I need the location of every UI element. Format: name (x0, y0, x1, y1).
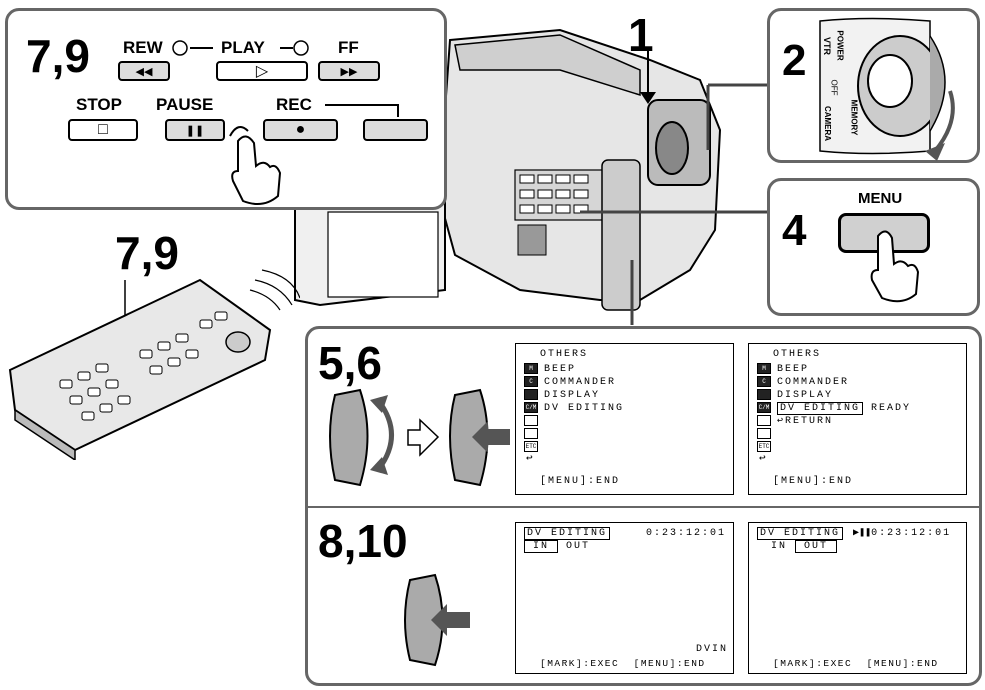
step-7-9-remote-number: 7,9 (115, 227, 179, 279)
rec-label: REC (276, 95, 312, 114)
step-7-9-number: 7,9 (26, 30, 90, 82)
menu2-item-label: DISPLAY (777, 390, 834, 402)
menu2-item-label-selected: DV EDITING (777, 402, 864, 416)
finger-press-icon-menu (870, 230, 920, 303)
step-4-number: 4 (782, 206, 807, 255)
remote-buttons-panel: 7,9 REW PLAY FF ◀◀ ▷ ▶▶ STOP PAUSE REC □… (5, 8, 447, 210)
menu1-item-label: COMMANDER (544, 377, 617, 389)
step-2-number: 2 (782, 36, 807, 85)
return-arrow-icon: ↩ (759, 453, 768, 465)
menu1-item-label: DV EDITING (544, 403, 625, 415)
edit1-in[interactable]: IN (524, 540, 559, 553)
menu1-item-label: BEEP (544, 364, 577, 376)
toolbox-icon (757, 428, 771, 439)
menu1-row-dv-editing[interactable]: C/M DV EDITING (524, 402, 624, 414)
vtr-label: VTR (822, 37, 832, 55)
tape-icon (757, 415, 771, 426)
return-arrow-icon: ↩ (777, 416, 786, 428)
menu1-item-label: DISPLAY (544, 390, 601, 402)
etc-icon: ETC (524, 441, 538, 452)
jog-dial-scroll-illustration (329, 388, 510, 487)
c-icon: C (757, 376, 771, 387)
power-label: POWER (835, 30, 845, 61)
step-1-number: 1 (628, 9, 654, 61)
rew-label: REW (123, 38, 163, 57)
ready-label: READY (871, 403, 912, 415)
menu-button-panel: 4 MENU (767, 178, 980, 316)
tape-icon (524, 415, 538, 426)
edit1-out[interactable]: OUT (566, 541, 591, 552)
m-icon: M (757, 363, 771, 374)
return-label[interactable]: RETURN (785, 416, 834, 428)
rew-button[interactable]: ◀◀ (118, 61, 170, 81)
c-icon: C (524, 376, 538, 387)
dv-editing-screen-2: DV EDITING ▶❚❚0:23:12:01 IN OUT [MARK]:E… (748, 522, 967, 674)
m-icon: M (524, 363, 538, 374)
menu2-item-label: BEEP (777, 364, 810, 376)
dv-editing-screen-1: DV EDITING 0:23:12:01 IN OUT DVIN [MARK]… (515, 522, 734, 674)
menu2-row-commander[interactable]: C COMMANDER (757, 376, 849, 388)
menu-screen-2: OTHERS M BEEP C COMMANDER DISPLAY C/M DV ED… (748, 343, 967, 495)
menu1-title: OTHERS (540, 349, 589, 360)
step-5-6-number: 5,6 (318, 337, 382, 389)
menu2-row-dv-editing[interactable]: C/M DV EDITING READY (757, 402, 912, 416)
rew-play-ff-connector (172, 40, 309, 56)
finger-press-icon (229, 126, 282, 206)
pause-indicator-icon: ▶❚❚ (853, 528, 872, 539)
menu-screen-1: OTHERS M BEEP C COMMANDER DISPLAY C/M DV ED… (515, 343, 734, 495)
menu1-row-display[interactable]: DISPLAY (524, 389, 600, 401)
menu2-title: OTHERS (773, 349, 822, 360)
menu2-item-label: COMMANDER (777, 377, 850, 389)
panel-divider (307, 506, 980, 508)
menu2-row-display[interactable]: DISPLAY (757, 389, 833, 401)
edit1-title: DV EDITING (524, 527, 611, 540)
menu1-row-beep[interactable]: M BEEP (524, 363, 576, 375)
stop-label: STOP (76, 95, 122, 114)
menu1-row-commander[interactable]: C COMMANDER (524, 376, 616, 388)
ff-label: FF (338, 38, 359, 57)
display-icon (757, 389, 771, 400)
edit1-footer: [MARK]:EXEC [MENU]:END (540, 658, 706, 669)
edit2-time: 0:23:12:01 (871, 528, 952, 539)
power-dial-illustration (819, 17, 955, 161)
edit2-footer: [MARK]:EXEC [MENU]:END (773, 658, 939, 669)
rec-partner-button[interactable] (363, 119, 428, 141)
jog-dial-press-illustration (404, 573, 470, 667)
power-dial-panel: 2 VTR POWER OFF CAMERA MEMORY (767, 8, 980, 163)
cm-icon: C/M (757, 402, 771, 413)
remote-control-illustration (8, 269, 300, 460)
menu2-footer: [MENU]:END (773, 476, 854, 487)
play-label: PLAY (221, 38, 265, 57)
edit1-time: 0:23:12:01 (646, 528, 727, 539)
cm-icon: C/M (524, 402, 538, 413)
return-arrow-icon: ↩ (526, 453, 535, 465)
etc-icon: ETC (757, 441, 771, 452)
menu2-row-beep[interactable]: M BEEP (757, 363, 809, 375)
play-button[interactable]: ▷ (216, 61, 308, 81)
pause-label: PAUSE (156, 95, 214, 114)
display-icon (524, 389, 538, 400)
pause-button[interactable]: ❚❚ (165, 119, 225, 141)
off-label: OFF (829, 79, 839, 96)
toolbox-icon (524, 428, 538, 439)
rec-button[interactable]: ● (263, 119, 338, 141)
camera-label: CAMERA (823, 105, 833, 142)
rec-bracket-line (325, 104, 399, 117)
menu1-footer: [MENU]:END (540, 476, 621, 487)
stop-button[interactable]: □ (68, 119, 138, 141)
edit2-out[interactable]: OUT (795, 540, 838, 553)
edit2-title: DV EDITING (757, 527, 844, 540)
edit1-dvin: DVIN (696, 644, 729, 655)
ff-button[interactable]: ▶▶ (318, 61, 380, 81)
step-8-10-number: 8,10 (318, 515, 408, 567)
memory-label: MEMORY (849, 99, 859, 136)
menu-label: MENU (858, 190, 903, 207)
edit2-in[interactable]: IN (771, 541, 788, 552)
